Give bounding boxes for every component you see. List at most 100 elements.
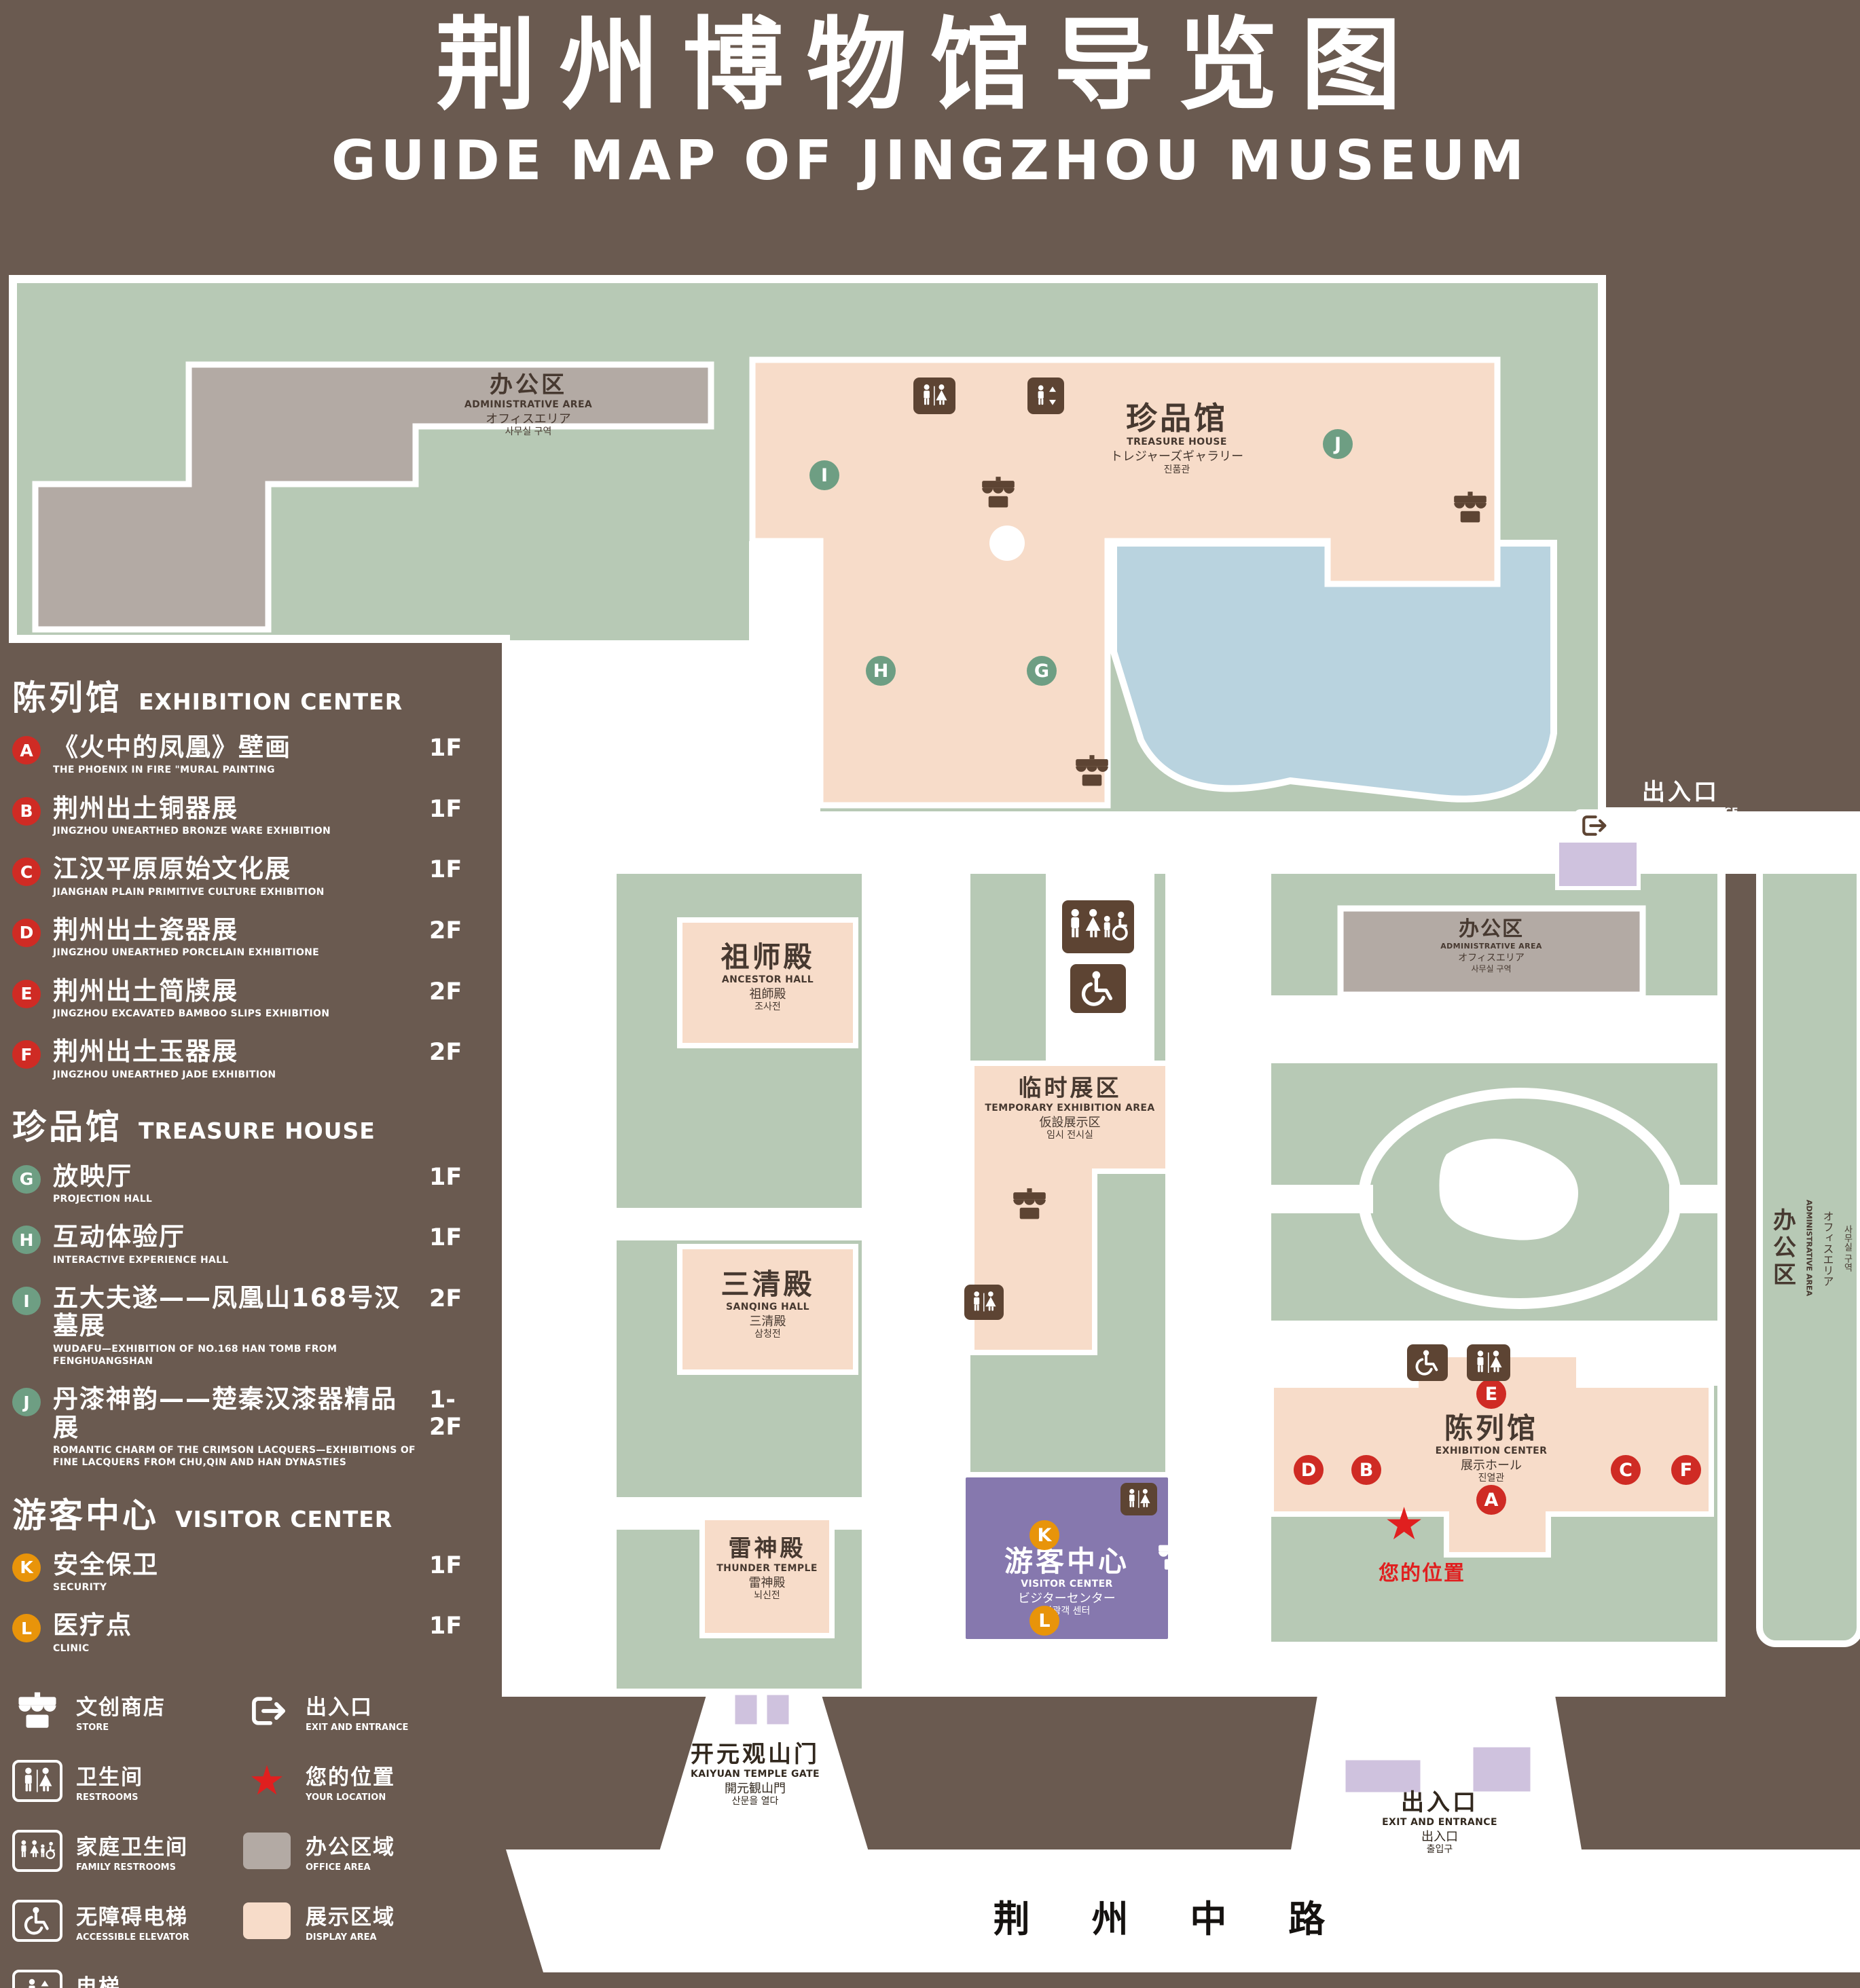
building-treasure-house <box>749 356 1501 809</box>
building-temporary-exhibition <box>969 1061 1171 1355</box>
store-icon <box>1450 490 1491 526</box>
garden-pond <box>1439 1139 1578 1240</box>
building-thunder-temple <box>699 1515 835 1638</box>
legend-section-treasure-house: 珍品馆 TREASURE HOUSE <box>12 1107 376 1147</box>
elevator-icon <box>12 1970 62 1988</box>
store-icon <box>978 475 1019 511</box>
exit-icon <box>1574 809 1612 842</box>
label-thunder-temple: 雷神殿 THUNDER TEMPLE 雷神殿 뇌신전 <box>716 1535 818 1602</box>
label-kaiyuan-gate: 开元观山门 KAIYUAN TEMPLE GATE 開元観山門 산문을 열다 <box>690 1741 820 1807</box>
marker-c-icon: C <box>12 858 41 887</box>
label-visitor-center: 游客中心 VISITOR CENTER ビジターセンター 관광객 센터 <box>1004 1545 1129 1617</box>
label-exhibition-center: 陈列馆 EXHIBITION CENTER 展示ホール 진열관 <box>1435 1412 1548 1484</box>
marker-i-icon: I <box>12 1287 41 1315</box>
building-admin-right <box>1337 905 1646 998</box>
label-admin-strip: 办公区 ADMINISTRATIVE AREA オフィスエリア 사무실 구역 <box>1768 1200 1853 1297</box>
map-marker-I: I <box>809 460 839 490</box>
road <box>506 1849 1860 1972</box>
family-restroom-icon <box>1062 900 1134 953</box>
legend-section-exhibition-center: 陈列馆 EXHIBITION CENTER <box>12 678 403 718</box>
marker-h-icon: H <box>12 1226 41 1255</box>
building-sanqing-hall <box>677 1244 858 1375</box>
family-restroom-icon <box>12 1830 62 1873</box>
map-marker-E: E <box>1476 1379 1506 1409</box>
building-admin-top <box>32 361 714 633</box>
map-marker-J: J <box>1323 429 1353 459</box>
map-marker-F: F <box>1671 1455 1701 1485</box>
your-location-star-icon: ★ <box>1384 1498 1425 1550</box>
label-admin-right: 办公区 ADMINISTRATIVE AREA オフィスエリア 사무실 구역 <box>1440 917 1542 974</box>
accessible-elevator-icon <box>1070 964 1126 1013</box>
map-marker-L: L <box>1029 1606 1059 1636</box>
building-ancestor-hall <box>677 917 858 1048</box>
restroom-icon <box>913 378 955 414</box>
marker-f-icon: F <box>12 1040 41 1069</box>
map-marker-D: D <box>1294 1455 1324 1485</box>
marker-b-icon: B <box>12 796 41 826</box>
lake <box>1110 540 1557 803</box>
map-marker-K: K <box>1029 1520 1059 1550</box>
poster-header: 荆州博物馆导览图 GUIDE MAP OF JINGZHOU MUSEUM <box>0 9 1860 192</box>
store-icon <box>1154 1540 1192 1572</box>
label-admin-top: 办公区 ADMINISTRATIVE AREA オフィスエリア 사무실 구역 <box>464 371 593 438</box>
gate-right <box>763 1691 792 1728</box>
store-icon <box>1009 1187 1050 1222</box>
map-marker-A: A <box>1476 1485 1506 1515</box>
your-location-label: 您的位置 <box>1379 1562 1465 1585</box>
restroom-icon <box>1120 1483 1157 1515</box>
road-name: 荆 州 中 路 <box>993 1898 1350 1940</box>
label-sanqing-hall: 三清殿 SANQING HALL 三清殿 삼청전 <box>721 1268 815 1340</box>
store-icon <box>1072 754 1112 789</box>
label-exit-right: 出入口 EXIT AND ENTRANCE 出入口 출입구 <box>1623 779 1738 845</box>
your-location-star-icon: ★ <box>249 1757 285 1805</box>
exit-icon <box>242 1690 292 1732</box>
display-area-swatch <box>242 1900 292 1942</box>
store-icon <box>12 1690 62 1732</box>
label-ancestor-hall: 祖师殿 ANCESTOR HALL 祖師殿 조사전 <box>721 940 815 1013</box>
restroom-icon <box>12 1760 62 1803</box>
label-exit-bottom: 出入口 EXIT AND ENTRANCE 出入口 출입구 <box>1382 1789 1497 1856</box>
marker-g-icon: G <box>12 1164 41 1194</box>
marker-l-icon: L <box>12 1614 41 1643</box>
marker-d-icon: D <box>12 918 41 947</box>
marker-k-icon: K <box>12 1553 41 1582</box>
poster-title-en: GUIDE MAP OF JINGZHOU MUSEUM <box>331 128 1529 192</box>
label-temporary-exhibition: 临时展区 TEMPORARY EXHIBITION AREA 仮設展示区 임시 … <box>985 1075 1155 1141</box>
accessible-elevator-icon <box>1407 1344 1448 1381</box>
map-marker-C: C <box>1611 1455 1641 1485</box>
map-marker-B: B <box>1351 1455 1381 1485</box>
elevator-icon <box>1027 378 1064 414</box>
entrance-bottom-a <box>1342 1756 1424 1796</box>
restroom-icon <box>1467 1344 1510 1381</box>
office-area-swatch <box>242 1830 292 1872</box>
restroom-icon <box>964 1285 1004 1320</box>
marker-e-icon: E <box>12 979 41 1008</box>
marker-a-icon: A <box>12 736 41 765</box>
legend-section-visitor-center: 游客中心 VISITOR CENTER <box>12 1495 393 1535</box>
entrance-right <box>1555 839 1641 890</box>
legend-symbol-elevator: 电梯Elevator <box>12 1970 236 1988</box>
map-marker-G: G <box>1027 656 1057 686</box>
